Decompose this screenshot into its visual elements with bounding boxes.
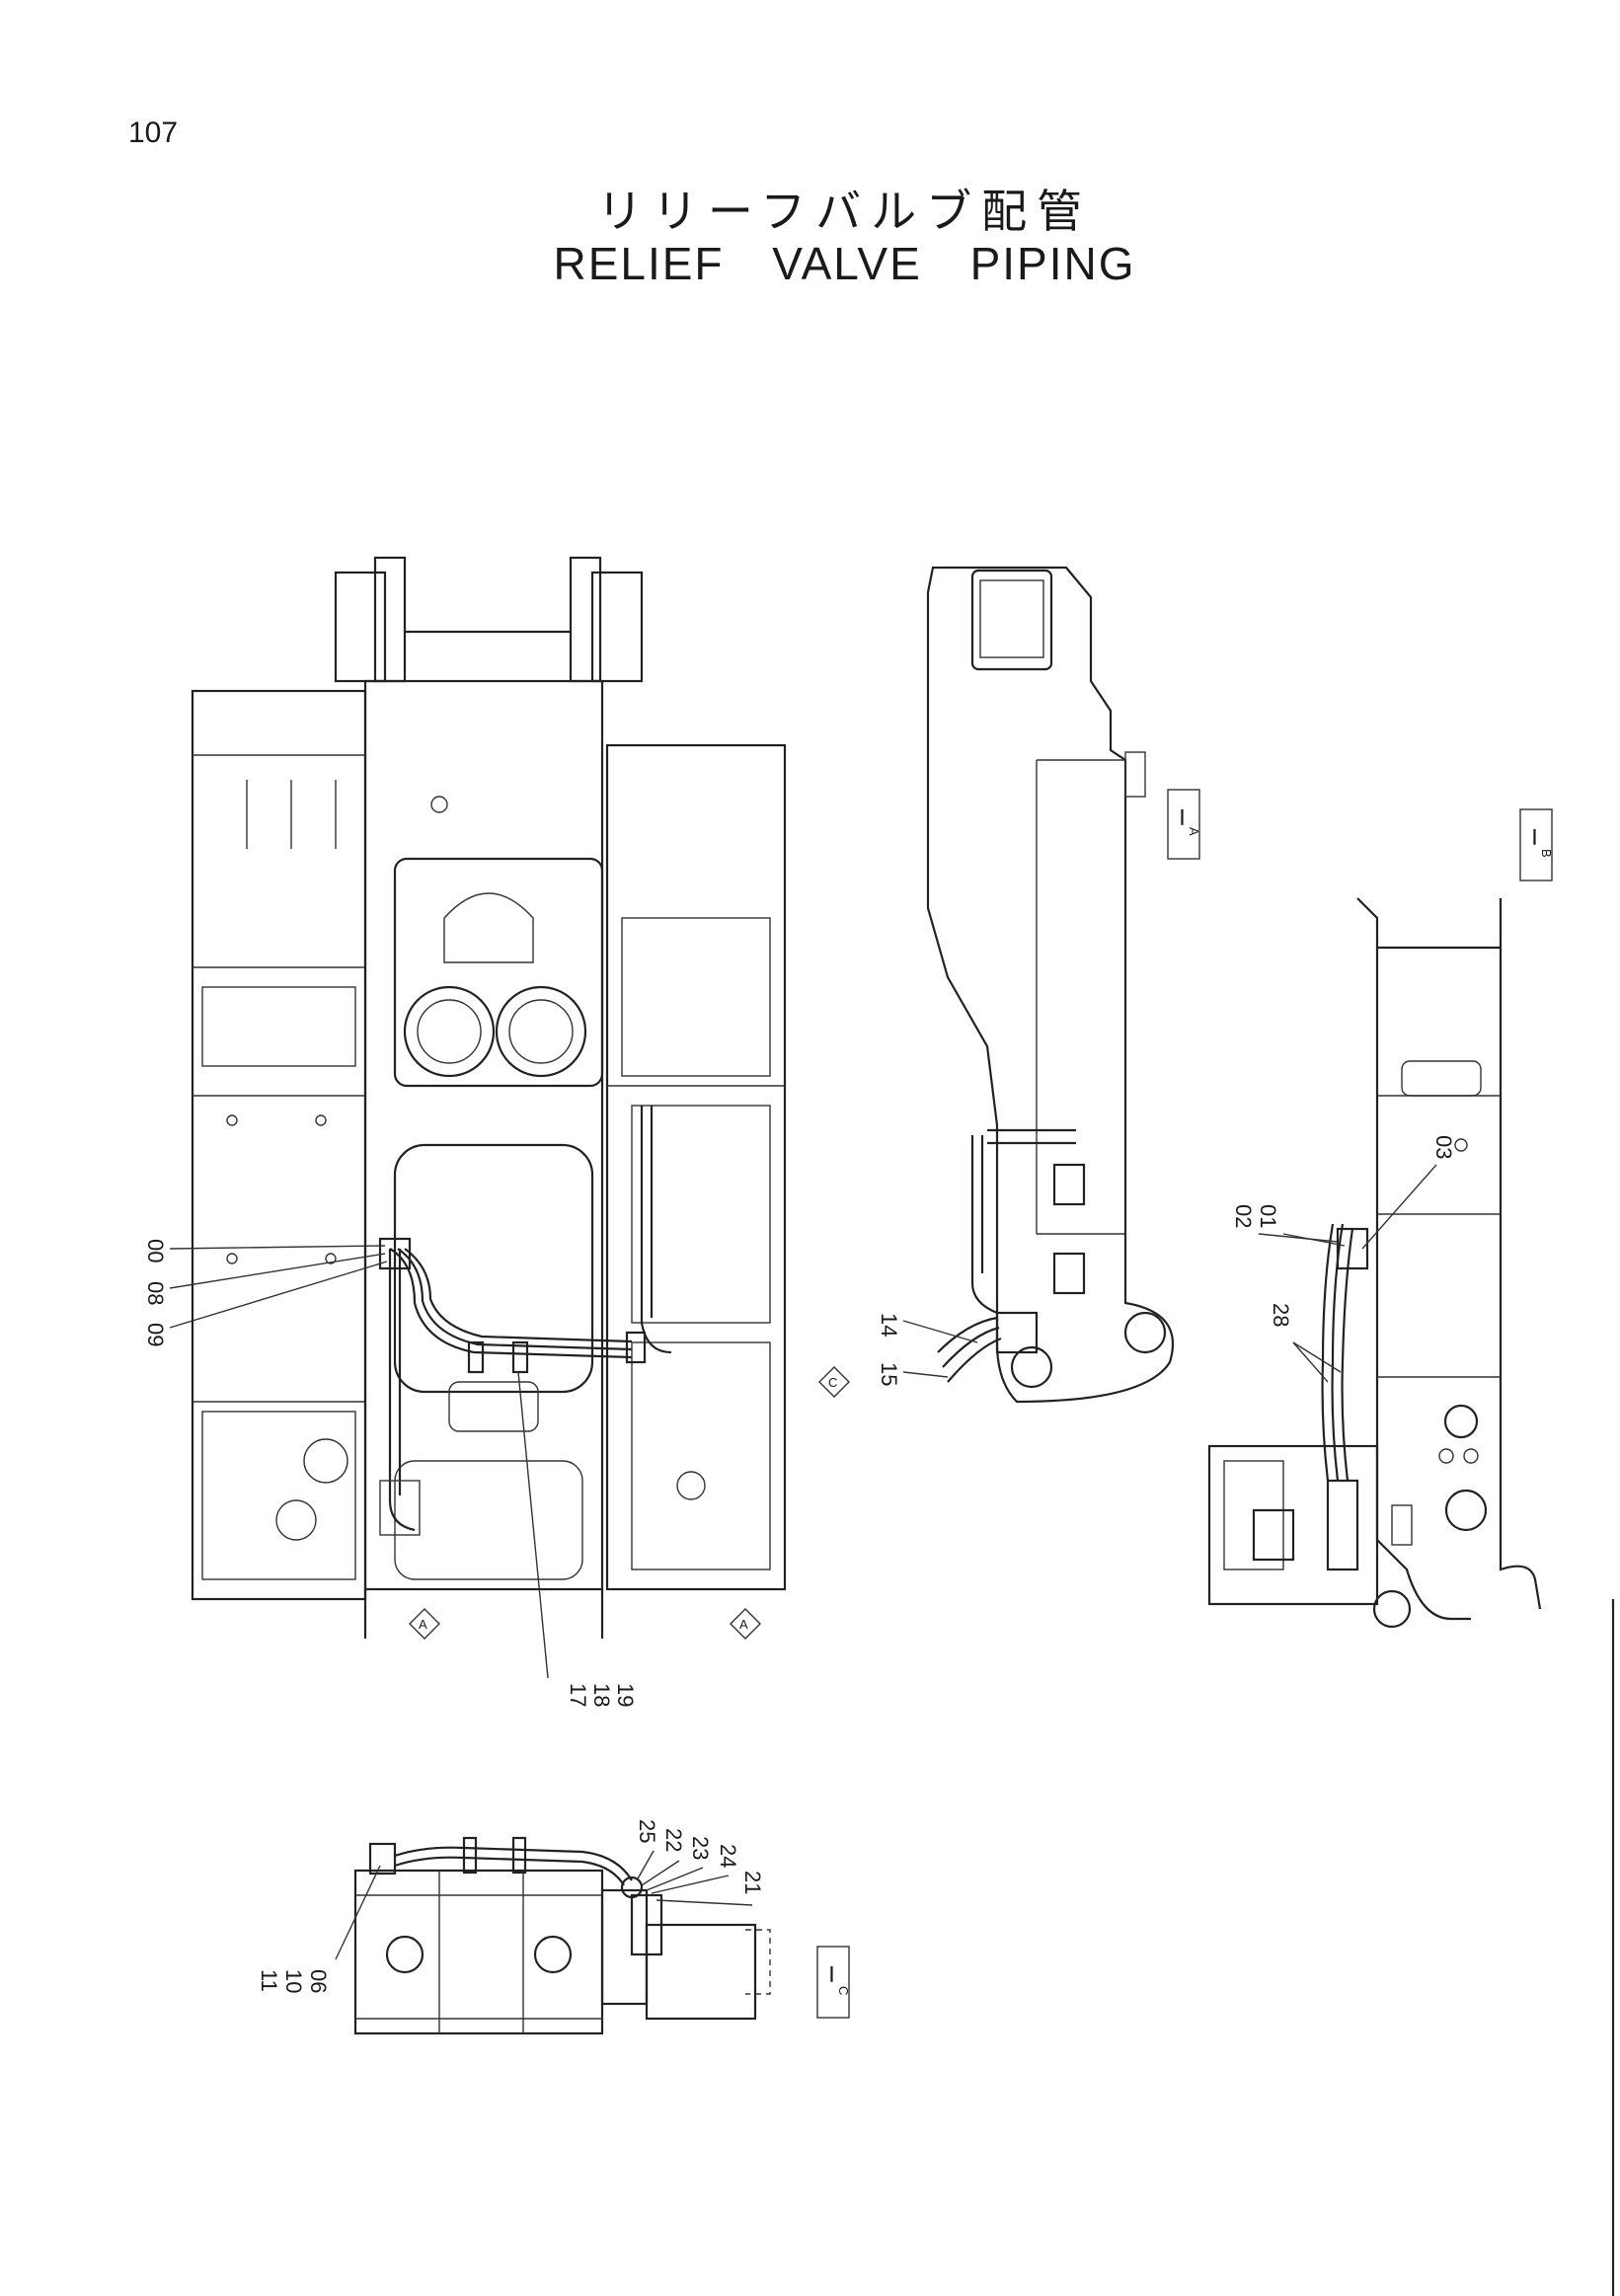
labels-main-view: 00 08 09 17 18 19 A A C [143,1239,850,1707]
section-label-a: ━━ A [1167,789,1201,860]
frame-view-b [1207,897,1542,1629]
section-label-b: ━━ B [1519,808,1554,881]
part-label: 08 [143,1281,168,1305]
part-label: 15 [877,1362,901,1386]
page-number: 107 [128,116,179,149]
labels-view-c: 25 22 23 24 21 11 10 06 [257,1819,765,1993]
part-label: 03 [1431,1135,1456,1159]
part-label: 02 [1231,1204,1256,1228]
part-label: 01 [1256,1204,1280,1228]
labels-view-b: 02 01 03 28 [1231,1135,1456,1383]
view-marker-a-right: A [739,1617,748,1632]
frame-view-c [353,1836,771,2035]
view-marker-c: C [828,1375,837,1390]
frame-side-view [926,566,1175,1404]
title-english: RELIEF VALVE PIPING [553,238,1136,289]
title-japanese: リリーフバルブ配管 [596,185,1093,238]
part-label: 23 [688,1836,713,1860]
svg-text:A: A [1187,827,1201,836]
part-label: 22 [661,1828,686,1852]
part-label: 21 [740,1871,765,1894]
svg-text:━━: ━━ [1527,828,1542,845]
part-label: 25 [635,1819,659,1843]
view-marker-a: A [419,1617,427,1632]
section-label-c: ━━ C [816,1946,851,2019]
part-label: 18 [589,1683,614,1707]
svg-text:C: C [836,1986,851,1995]
labels-side-view: 14 15 [877,1313,978,1386]
frame-top-view [191,556,787,1639]
part-label: 28 [1269,1303,1293,1327]
part-label: 24 [716,1844,740,1868]
part-label: 09 [143,1323,168,1346]
part-label: 11 [257,1969,281,1992]
svg-text:B: B [1539,849,1554,858]
part-label: 19 [613,1683,638,1707]
svg-text:━━: ━━ [824,1965,839,1982]
part-label: 06 [306,1969,331,1993]
svg-text:━━: ━━ [1175,808,1190,825]
part-label: 00 [143,1239,168,1263]
part-label: 14 [877,1313,901,1337]
part-label: 17 [566,1683,590,1707]
part-label: 10 [281,1969,306,1993]
